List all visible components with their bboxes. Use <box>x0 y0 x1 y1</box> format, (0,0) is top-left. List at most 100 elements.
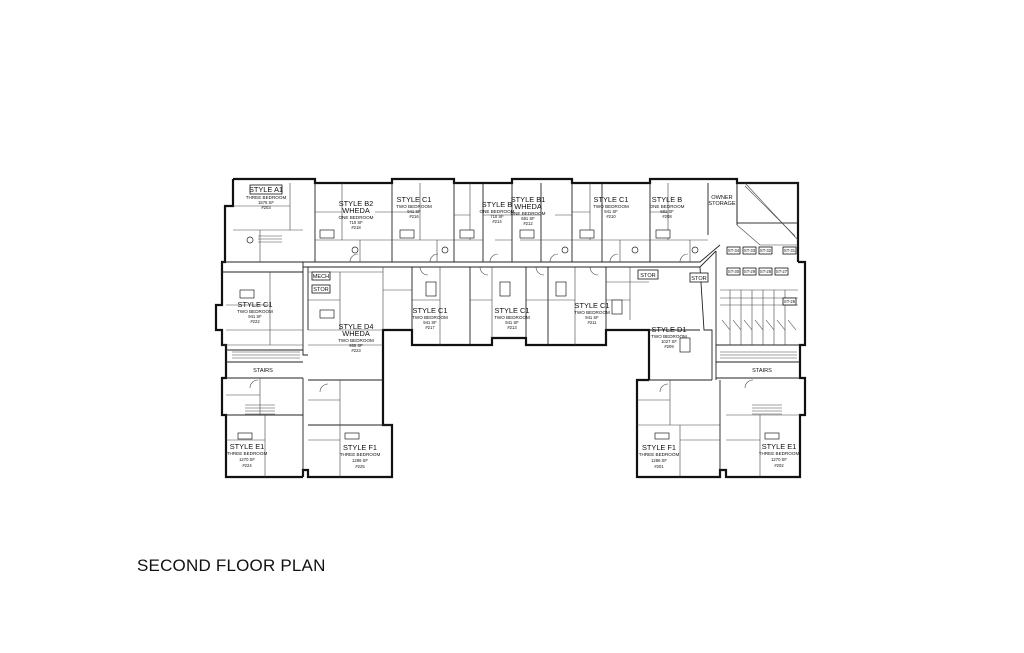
svg-text:STYLE C1: STYLE C1 <box>413 306 448 315</box>
service-room-labels: MECH STOR STOR STOR STAIRS STAIRS <box>253 269 772 374</box>
svg-text:941 SF: 941 SF <box>248 314 262 319</box>
svg-text:STYLE F1: STYLE F1 <box>343 443 377 452</box>
interior-walls <box>222 182 800 477</box>
svg-text:1270 SF: 1270 SF <box>771 457 787 462</box>
svg-text:#224: #224 <box>242 463 252 468</box>
storage-tag: ST-33 <box>744 248 756 253</box>
svg-text:TWO BEDROOM: TWO BEDROOM <box>593 204 629 209</box>
storage-tag: ST-28 <box>760 269 772 274</box>
corridor <box>302 244 721 380</box>
mech-label: MECH <box>313 274 329 280</box>
svg-text:WHEDA: WHEDA <box>342 206 370 215</box>
svg-text:TWO BEDROOM: TWO BEDROOM <box>396 204 432 209</box>
storage-tag: ST-30 <box>728 269 740 274</box>
svg-text:TWO BEDROOM: TWO BEDROOM <box>651 334 687 339</box>
stair-treads <box>232 235 797 415</box>
svg-text:#217: #217 <box>425 325 435 330</box>
fixtures <box>237 185 796 440</box>
stairs-label-east: STAIRS <box>752 368 772 374</box>
svg-text:WHEDA: WHEDA <box>514 202 542 211</box>
svg-text:STYLE C1: STYLE C1 <box>495 306 530 315</box>
stairs-label-west: STAIRS <box>253 368 273 374</box>
unit-label-b2: STYLE B2 WHEDA ONE BEDROOM 710 SF #218 <box>339 199 374 230</box>
svg-text:941 SF: 941 SF <box>423 320 437 325</box>
unit-label-c1-211: STYLE C1 TWO BEDROOM 941 SF #211 <box>574 301 610 325</box>
unit-label-c1-213: STYLE C1 TWO BEDROOM 941 SF #213 <box>494 306 530 330</box>
svg-text:#225: #225 <box>355 464 365 469</box>
unit-label-a1: STYLE A1 THREE BEDROOM 1576 SF #203 <box>246 184 287 210</box>
unit-label-b-214: STYLE B ONE BEDROOM 710 SF #214 <box>480 200 515 224</box>
svg-text:1576 SF: 1576 SF <box>258 200 274 205</box>
svg-text:#213: #213 <box>507 325 517 330</box>
svg-text:THREE BEDROOM: THREE BEDROOM <box>227 451 268 456</box>
svg-text:1027 SF: 1027 SF <box>661 339 677 344</box>
unit-label-d1: STYLE D1 TWO BEDROOM 1027 SF #209 <box>651 325 687 349</box>
svg-text:#201: #201 <box>654 464 664 469</box>
svg-text:965 SF: 965 SF <box>349 343 363 348</box>
svg-text:WHEDA: WHEDA <box>342 329 370 338</box>
svg-text:OWNER: OWNER <box>711 195 732 201</box>
drawing-title: SECOND FLOOR PLAN <box>137 556 326 575</box>
storage-tag: ST-31 <box>784 248 796 253</box>
svg-text:681 SF: 681 SF <box>660 209 674 214</box>
svg-text:710 SF: 710 SF <box>490 214 504 219</box>
svg-text:1286 SF: 1286 SF <box>651 458 667 463</box>
svg-text:#202: #202 <box>774 463 784 468</box>
unit-label-c1-222: STYLE C1 TWO BEDROOM 941 SF #222 <box>237 300 273 324</box>
svg-text:STYLE E1: STYLE E1 <box>762 442 797 451</box>
svg-text:#208: #208 <box>662 214 672 219</box>
svg-text:STYLE D1: STYLE D1 <box>652 325 687 334</box>
unit-label-d4: STYLE D4 WHEDA TWO BEDROOM 965 SF #223 <box>338 322 374 353</box>
svg-text:STYLE C1: STYLE C1 <box>397 195 432 204</box>
svg-text:STYLE D4: STYLE D4 <box>339 322 374 331</box>
unit-label-c1-216: STYLE C1 TWO BEDROOM 941 SF #216 <box>396 195 432 219</box>
svg-text:941 SF: 941 SF <box>604 209 618 214</box>
svg-text:681 SF: 681 SF <box>521 216 535 221</box>
svg-text:ONE BEDROOM: ONE BEDROOM <box>339 215 374 220</box>
unit-label-f1-225: STYLE F1 THREE BEDROOM 1286 SF #225 <box>340 443 381 469</box>
svg-text:THREE BEDROOM: THREE BEDROOM <box>246 195 287 200</box>
svg-text:1270 SF: 1270 SF <box>239 457 255 462</box>
svg-text:710 SF: 710 SF <box>349 220 363 225</box>
svg-text:941 SF: 941 SF <box>505 320 519 325</box>
unit-label-c1-217: STYLE C1 TWO BEDROOM 941 SF #217 <box>412 306 448 330</box>
svg-text:941 SF: 941 SF <box>585 315 599 320</box>
storage-tag: ST-34 <box>728 248 740 253</box>
unit-label-b-208: STYLE B ONE BEDROOM 681 SF #208 <box>650 195 685 219</box>
svg-text:#216: #216 <box>409 214 419 219</box>
storage-tag: ST-26 <box>784 299 796 304</box>
svg-text:THREE BEDROOM: THREE BEDROOM <box>340 452 381 457</box>
svg-text:TWO BEDROOM: TWO BEDROOM <box>494 315 530 320</box>
storage-tag: ST-29 <box>744 269 756 274</box>
stor-label-east: STOR <box>691 276 706 282</box>
svg-text:THREE BEDROOM: THREE BEDROOM <box>639 452 680 457</box>
storage-tag: ST-32 <box>760 248 772 253</box>
owner-storage-label: OWNER STORAGE <box>708 195 736 207</box>
svg-text:#223: #223 <box>351 348 361 353</box>
unit-label-c1-210: STYLE C1 TWO BEDROOM 941 SF #210 <box>593 195 629 219</box>
svg-text:STYLE A1: STYLE A1 <box>249 185 283 194</box>
stor-label-west: STOR <box>313 287 328 293</box>
unit-label-e1-224: STYLE E1 THREE BEDROOM 1270 SF #224 <box>227 442 268 468</box>
svg-text:ONE BEDROOM: ONE BEDROOM <box>650 204 685 209</box>
svg-text:STYLE F1: STYLE F1 <box>642 443 676 452</box>
svg-text:STYLE B: STYLE B <box>652 195 682 204</box>
svg-text:STYLE C1: STYLE C1 <box>238 300 273 309</box>
svg-text:TWO BEDROOM: TWO BEDROOM <box>574 310 610 315</box>
svg-text:STYLE C1: STYLE C1 <box>594 195 629 204</box>
unit-label-b1: STYLE B1 WHEDA ONE BEDROOM 681 SF #212 <box>511 195 546 226</box>
svg-text:#214: #214 <box>492 219 502 224</box>
svg-text:TWO BEDROOM: TWO BEDROOM <box>338 338 374 343</box>
svg-text:THREE BEDROOM: THREE BEDROOM <box>759 451 800 456</box>
svg-text:STYLE B2: STYLE B2 <box>339 199 374 208</box>
svg-text:ONE BEDROOM: ONE BEDROOM <box>480 209 515 214</box>
svg-text:STYLE C1: STYLE C1 <box>575 301 610 310</box>
svg-text:941 SF: 941 SF <box>407 209 421 214</box>
unit-label-f1-201: STYLE F1 THREE BEDROOM 1286 SF #201 <box>639 443 680 469</box>
svg-text:STYLE B1: STYLE B1 <box>511 195 546 204</box>
svg-text:TWO BEDROOM: TWO BEDROOM <box>412 315 448 320</box>
svg-text:#203: #203 <box>261 205 271 210</box>
svg-text:TWO BEDROOM: TWO BEDROOM <box>237 309 273 314</box>
svg-text:#210: #210 <box>606 214 616 219</box>
